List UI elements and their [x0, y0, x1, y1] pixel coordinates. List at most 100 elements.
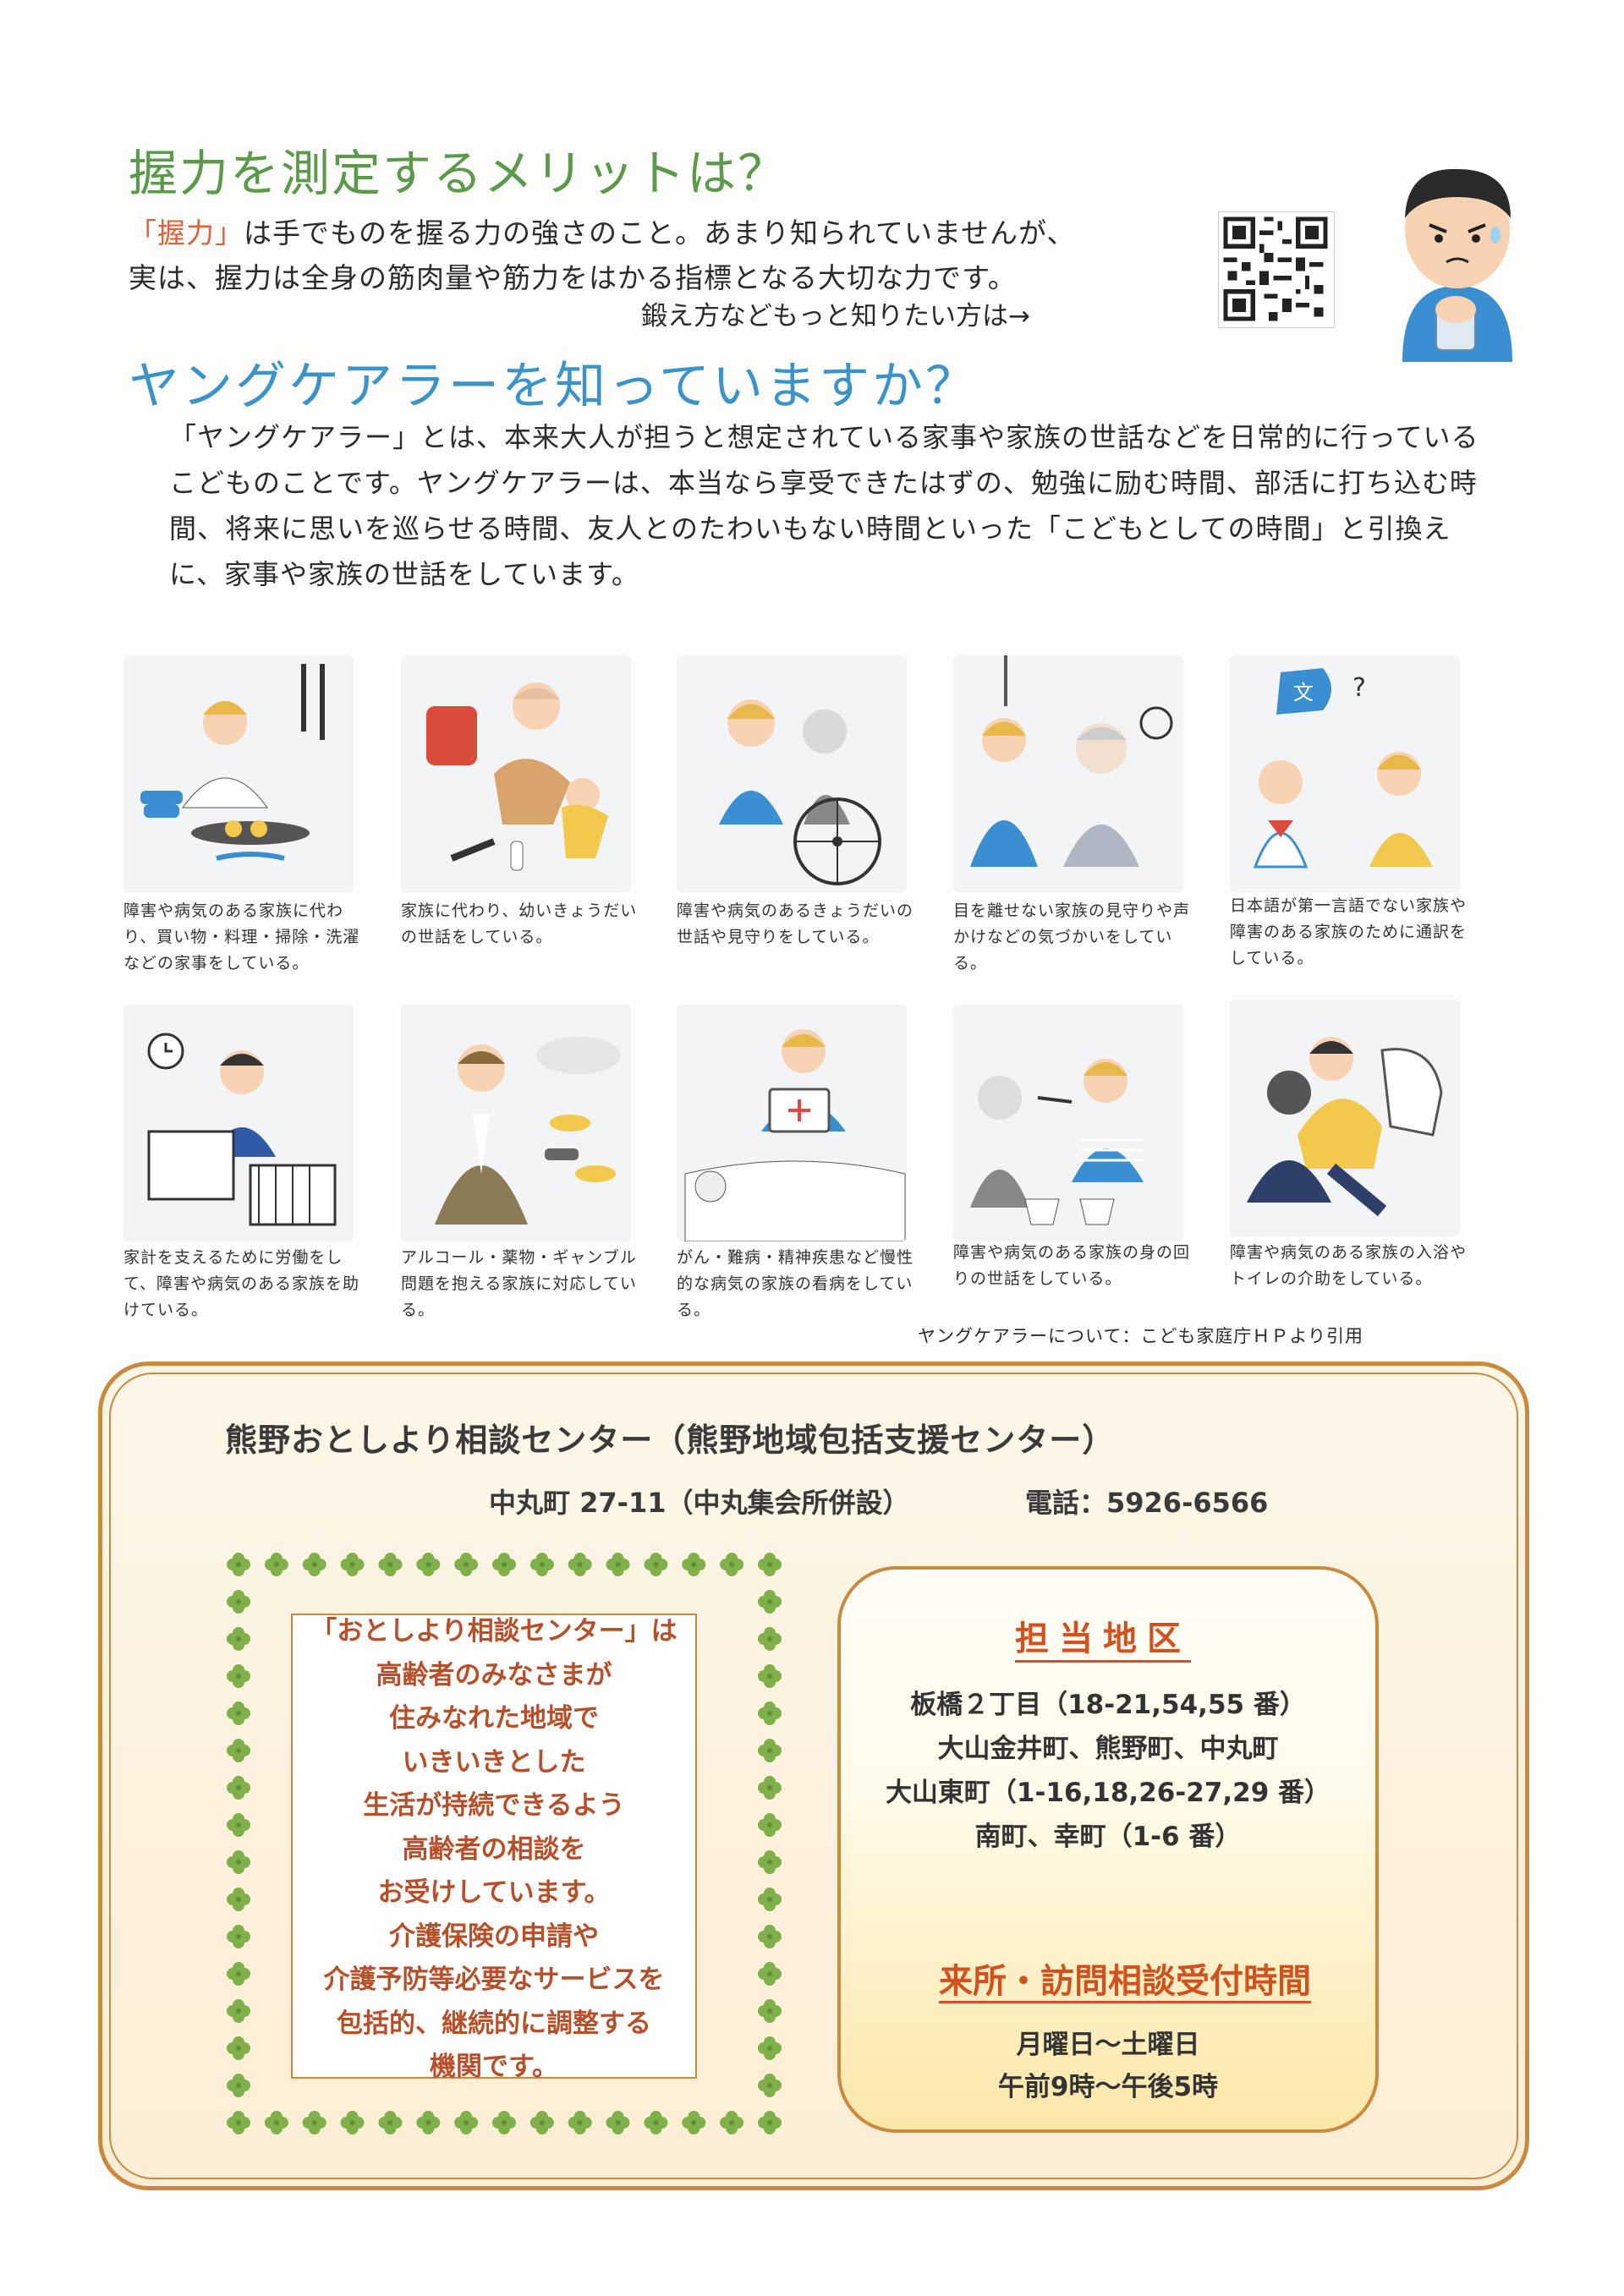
- illustration-nursing: [677, 1005, 907, 1241]
- caption-sibling-care: 家族に代わり、幼いきょうだいの世話をしている。: [401, 901, 638, 946]
- clover-icon: [644, 2111, 668, 2134]
- description-line: 介護保険の申請や: [389, 1921, 599, 1952]
- service-area-title: 担当地区: [1015, 1611, 1191, 1663]
- description-line: 包括的、継続的に調整する: [337, 2008, 651, 2039]
- description-line: お受けしています。: [377, 1877, 611, 1908]
- caption-nursing: がん・難病・精神疾患など慢性的な病気の家族の看病をしている。: [677, 1248, 914, 1319]
- clover-icon: [758, 1664, 782, 1688]
- center-phone: 電話：5926-6566: [1025, 1487, 1269, 1519]
- illustration-interpreting: 文?: [1230, 655, 1460, 892]
- clover-icon: [758, 2036, 782, 2060]
- caption-bath-toilet: 障害や病気のある家族の入浴やトイレの介助をしている。: [1230, 1243, 1468, 1288]
- clover-icon: [264, 2111, 288, 2134]
- clover-icon: [227, 2111, 250, 2134]
- clover-icon: [492, 2111, 516, 2134]
- boy-measuring-grip-illustration: [1377, 151, 1538, 362]
- clover-icon: [606, 2111, 630, 2134]
- clover-icon: [227, 1888, 250, 1911]
- clover-icon: [227, 1925, 250, 1948]
- clover-icon: [264, 1553, 288, 1576]
- description-line: 「おとしより相談センター」は: [310, 1616, 678, 1647]
- illustration-sibling-watch: [677, 655, 907, 892]
- clover-icon: [758, 1739, 782, 1762]
- hours-line: 月曜日～土曜日: [1016, 2030, 1200, 2060]
- clover-icon: [568, 2111, 592, 2134]
- caption-family-watch: 目を離せない家族の見守りや声かけなどの気づかいをしている。: [953, 901, 1191, 973]
- description-line: 高齢者のみなさまが: [376, 1659, 612, 1690]
- illustration-addiction-support: [401, 1005, 631, 1241]
- illustration-housework: [123, 655, 354, 892]
- clover-icon: [529, 1553, 554, 1576]
- clover-icon: [758, 2074, 782, 2097]
- clover-icon: [227, 2036, 250, 2060]
- clover-icon: [606, 1553, 630, 1576]
- young-carer-body: 「ヤングケアラー」とは、本来大人が担うと想定されている家事や家族の世話などを日常…: [169, 421, 1479, 590]
- hours-title: 来所・訪問相談受付時間: [922, 1954, 1328, 2003]
- clover-icon: [758, 1813, 782, 1837]
- clover-icon: [227, 2074, 250, 2097]
- clover-icon: [378, 1553, 403, 1576]
- caption-sibling-watch: 障害や病気のあるきょうだいの世話や見守りをしている。: [677, 901, 914, 946]
- clover-icon: [682, 1553, 706, 1576]
- grip-highlight: 「握力」: [129, 216, 244, 249]
- clover-icon: [758, 1553, 782, 1576]
- clover-icon: [758, 1776, 782, 1800]
- clover-icon: [227, 1627, 250, 1651]
- clover-icon: [720, 1553, 744, 1576]
- grip-text-line1-rest: は手でものを握る力の強さのこと。あまり知られていませんが、: [244, 216, 1076, 249]
- service-area-line: 南町、幸町（1-6 番）: [974, 1822, 1242, 1852]
- center-description: 「おとしより相談センター」は 高齢者のみなさまが 住みなれた地域で いきいきとし…: [291, 1610, 697, 2090]
- clover-icon: [758, 1925, 782, 1948]
- clover-icon: [682, 2111, 706, 2134]
- caption-interpreting: 日本語が第一言語でない家族や障害のある家族のために通訳をしている。: [1230, 896, 1468, 967]
- clover-icon: [758, 1627, 782, 1651]
- clover-icon: [227, 1850, 250, 1874]
- svg-text:文: 文: [1293, 681, 1314, 704]
- clover-icon: [227, 1813, 250, 1837]
- clover-icon: [454, 1553, 479, 1576]
- clover-icon: [492, 1553, 516, 1576]
- clover-icon: [416, 1553, 441, 1576]
- clover-icon: [568, 1553, 592, 1576]
- clover-icon: [227, 1962, 250, 1986]
- clover-icon: [227, 1701, 250, 1725]
- grip-more-link-text: 鍛え方などもっと知りたい方は→: [641, 301, 1030, 332]
- service-area-line: 大山東町（1-16,18,26-27,29 番）: [885, 1778, 1331, 1808]
- caption-housework: 障害や病気のある家族に代わり、買い物・料理・掃除・洗濯などの家事をしている。: [123, 901, 360, 973]
- clover-icon: [227, 1776, 250, 1800]
- young-carer-title: ヤングケアラーを知っていますか？: [129, 357, 979, 416]
- illustration-working: [123, 1005, 354, 1241]
- clover-icon: [758, 1590, 782, 1614]
- clover-icon: [302, 2111, 326, 2134]
- description-box: [291, 1614, 697, 2079]
- clover-icon: [758, 1888, 782, 1911]
- illustration-bath-toilet: [1230, 1000, 1460, 1236]
- clover-icon: [378, 2111, 403, 2134]
- description-line: 生活が持続できるよう: [363, 1790, 625, 1821]
- hours-line: 午前9時～午後5時: [997, 2072, 1219, 2102]
- clover-icon: [416, 2111, 441, 2134]
- svg-text:?: ?: [1352, 673, 1366, 703]
- clover-icon: [758, 1962, 782, 1986]
- source-credit: ヤングケアラーについて：こども家庭庁ＨＰより引用: [918, 1326, 1363, 1346]
- grip-text-line1: 「握力」は手でものを握る力の強さのこと。あまり知られていませんが、: [129, 211, 1075, 255]
- clover-icon: [644, 1553, 668, 1576]
- qr-code[interactable]: [1218, 211, 1335, 328]
- clover-icon: [340, 1553, 365, 1576]
- caption-personal-care: 障害や病気のある家族の身の回りの世話をしている。: [953, 1243, 1191, 1288]
- description-line: いきいきとした: [402, 1746, 586, 1778]
- clover-icon: [720, 2111, 744, 2134]
- clover-icon: [758, 1999, 782, 2023]
- clover-icon: [227, 1999, 250, 2023]
- clover-icon: [758, 1850, 782, 1874]
- caption-addiction-support: アルコール・薬物・ギャンブル問題を抱える家族に対応している。: [401, 1248, 637, 1319]
- service-area-line: 大山金井町、熊野町、中丸町: [937, 1734, 1279, 1764]
- caption-working: 家計を支えるために労働をして、障害や病気のある家族を助けている。: [123, 1248, 360, 1319]
- clover-icon: [227, 1590, 250, 1614]
- grip-text-line2: 実は、握力は全身の筋肉量や筋力をはかる指標となる大切な力です。: [129, 261, 1017, 294]
- clover-icon: [529, 2111, 554, 2134]
- grip-section-title: 握力を測定するメリットは？: [129, 145, 789, 202]
- description-line: 機関です。: [430, 2052, 558, 2082]
- description-line: 高齢者の相談を: [402, 1833, 586, 1865]
- clover-border-decoration: [213, 1539, 795, 2148]
